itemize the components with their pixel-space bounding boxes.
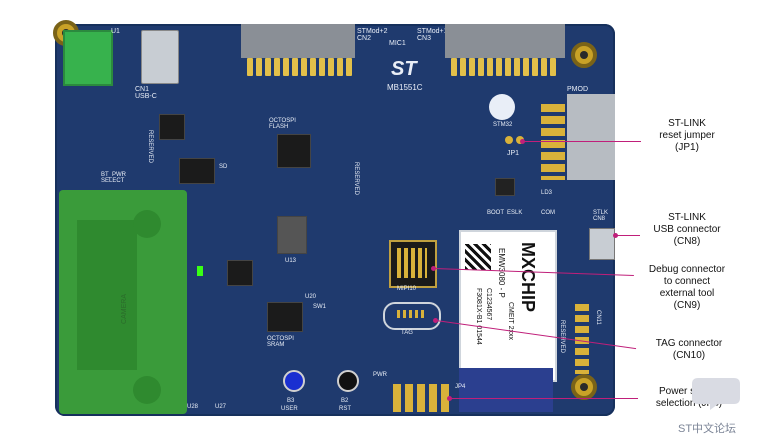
octospi-flash-chip — [277, 134, 311, 168]
stmod-connector-cn3 — [445, 24, 565, 58]
u20-label: U20 — [305, 294, 317, 300]
status-led — [197, 266, 203, 276]
reserved-mid-label: RESERVED — [353, 162, 359, 195]
stlink-usb-connector-cn8[interactable] — [589, 228, 615, 260]
board-model-label: MB1551C — [387, 83, 423, 92]
callout-jp1-dot — [520, 139, 525, 144]
watermark-text: ST中文论坛 — [678, 423, 737, 435]
module-text2: C1234567 — [485, 288, 492, 321]
octospi-flash-label: OCTOSPI FLASH — [269, 118, 296, 130]
qr-code — [465, 244, 491, 270]
st-logo: ST — [391, 58, 417, 80]
mic1-label: MIC1 — [389, 40, 406, 47]
usb-c-connector — [141, 30, 179, 84]
pmod-pins — [541, 104, 565, 180]
mipi10-label: MIPI10 — [397, 286, 417, 292]
sw1-label: SW1 — [313, 304, 327, 310]
callout-jp4-dot — [447, 396, 452, 401]
tag-label: TAG — [401, 330, 413, 336]
octospi-sram-chip — [267, 302, 303, 332]
antenna-area — [459, 368, 553, 412]
mounting-hole-bottom-right — [571, 374, 597, 400]
cn3-pins — [451, 58, 556, 76]
callout-cn8-line — [616, 235, 640, 236]
u27-label: U27 — [215, 404, 227, 410]
debug-connector-cn9[interactable] — [389, 240, 437, 288]
reserved-left-label: RESERVED — [147, 130, 153, 163]
module-model: EMW3080 - P — [497, 248, 506, 298]
stm32-logo — [489, 94, 515, 120]
camera-label: CAMERA — [121, 294, 128, 324]
mcu-chip — [159, 114, 185, 140]
sd-slot-chip — [179, 158, 215, 184]
pcb-board: U1 CN1 USB-C STMod+2 CN2 MIC1 STMod+1 CN… — [53, 20, 615, 416]
reserved-right-label: RESERVED — [559, 320, 565, 353]
pmod-connector — [567, 94, 615, 180]
callout-cn9-dot — [431, 266, 436, 271]
eslk-label: ESLK — [507, 210, 523, 216]
cn3-label: STMod+1 CN3 — [417, 28, 448, 42]
module-text1: CMEIT 2xxx — [507, 302, 514, 340]
user-label: USER — [281, 406, 298, 412]
cn2-pins — [247, 58, 352, 76]
watermark-logo — [688, 376, 744, 410]
u1-label: U1 — [111, 28, 120, 35]
callout-cn8-dot — [613, 233, 618, 238]
module-brand: MXCHIP — [518, 242, 538, 313]
octospi-sram-label: OCTOSPI SRAM — [267, 336, 294, 348]
callout-cn10: TAG connector (CN10) — [655, 338, 723, 361]
jp4-label: JP4 — [455, 384, 466, 390]
cn2-label: STMod+2 CN2 — [357, 28, 388, 42]
cn11-label: CN11 — [595, 310, 601, 325]
stmod-connector-cn2 — [241, 24, 355, 58]
rst-label: RST — [339, 406, 351, 412]
bt-pwr-select-label: BT_PWR SELECT — [101, 172, 127, 184]
boot-label: BOOT — [487, 210, 505, 216]
stm32-label: STM32 — [493, 122, 513, 128]
mounting-hole-top-right — [571, 42, 597, 68]
callout-cn10-dot — [433, 318, 438, 323]
b2-label: B2 — [341, 398, 349, 404]
u20-chip — [227, 260, 253, 286]
jp1-label: JP1 — [507, 150, 520, 157]
callout-jp1: ST-LINK reset jumper (JP1) — [659, 118, 715, 153]
u1-module — [63, 30, 113, 86]
pwr-label: PWR — [373, 372, 387, 378]
sd-label: SD — [219, 164, 228, 170]
pmod-label: PMOD — [567, 86, 588, 93]
b3-label: B3 — [287, 398, 295, 404]
jp4-power-select-header[interactable] — [393, 384, 453, 412]
tag-connector-cn10[interactable] — [383, 302, 441, 330]
cn11-header — [575, 304, 589, 374]
stlk-label: STLK CN8 — [593, 210, 609, 222]
user-button-b3[interactable] — [283, 370, 305, 392]
boot-switch[interactable] — [495, 178, 515, 196]
callout-jp1-line — [523, 141, 641, 142]
callout-cn8: ST-LINK USB connector (CN8) — [653, 212, 721, 247]
com-label: COM — [541, 210, 555, 216]
ld3-label: LD3 — [541, 190, 553, 196]
cn1-label: CN1 USB-C — [135, 86, 157, 100]
callout-cn9: Debug connector to connect external tool… — [648, 264, 726, 311]
camera-area — [59, 190, 187, 414]
module-text3: F3081X-B1 01544 — [475, 288, 482, 345]
u13-label: U13 — [285, 258, 297, 264]
u13-chip — [277, 216, 307, 254]
wifi-module: MXCHIP EMW3080 - P CMEIT 2xxx C1234567 F… — [459, 230, 557, 382]
callout-jp4-line — [450, 398, 638, 399]
u28-label: U28 — [187, 404, 199, 410]
reset-button-b2[interactable] — [337, 370, 359, 392]
